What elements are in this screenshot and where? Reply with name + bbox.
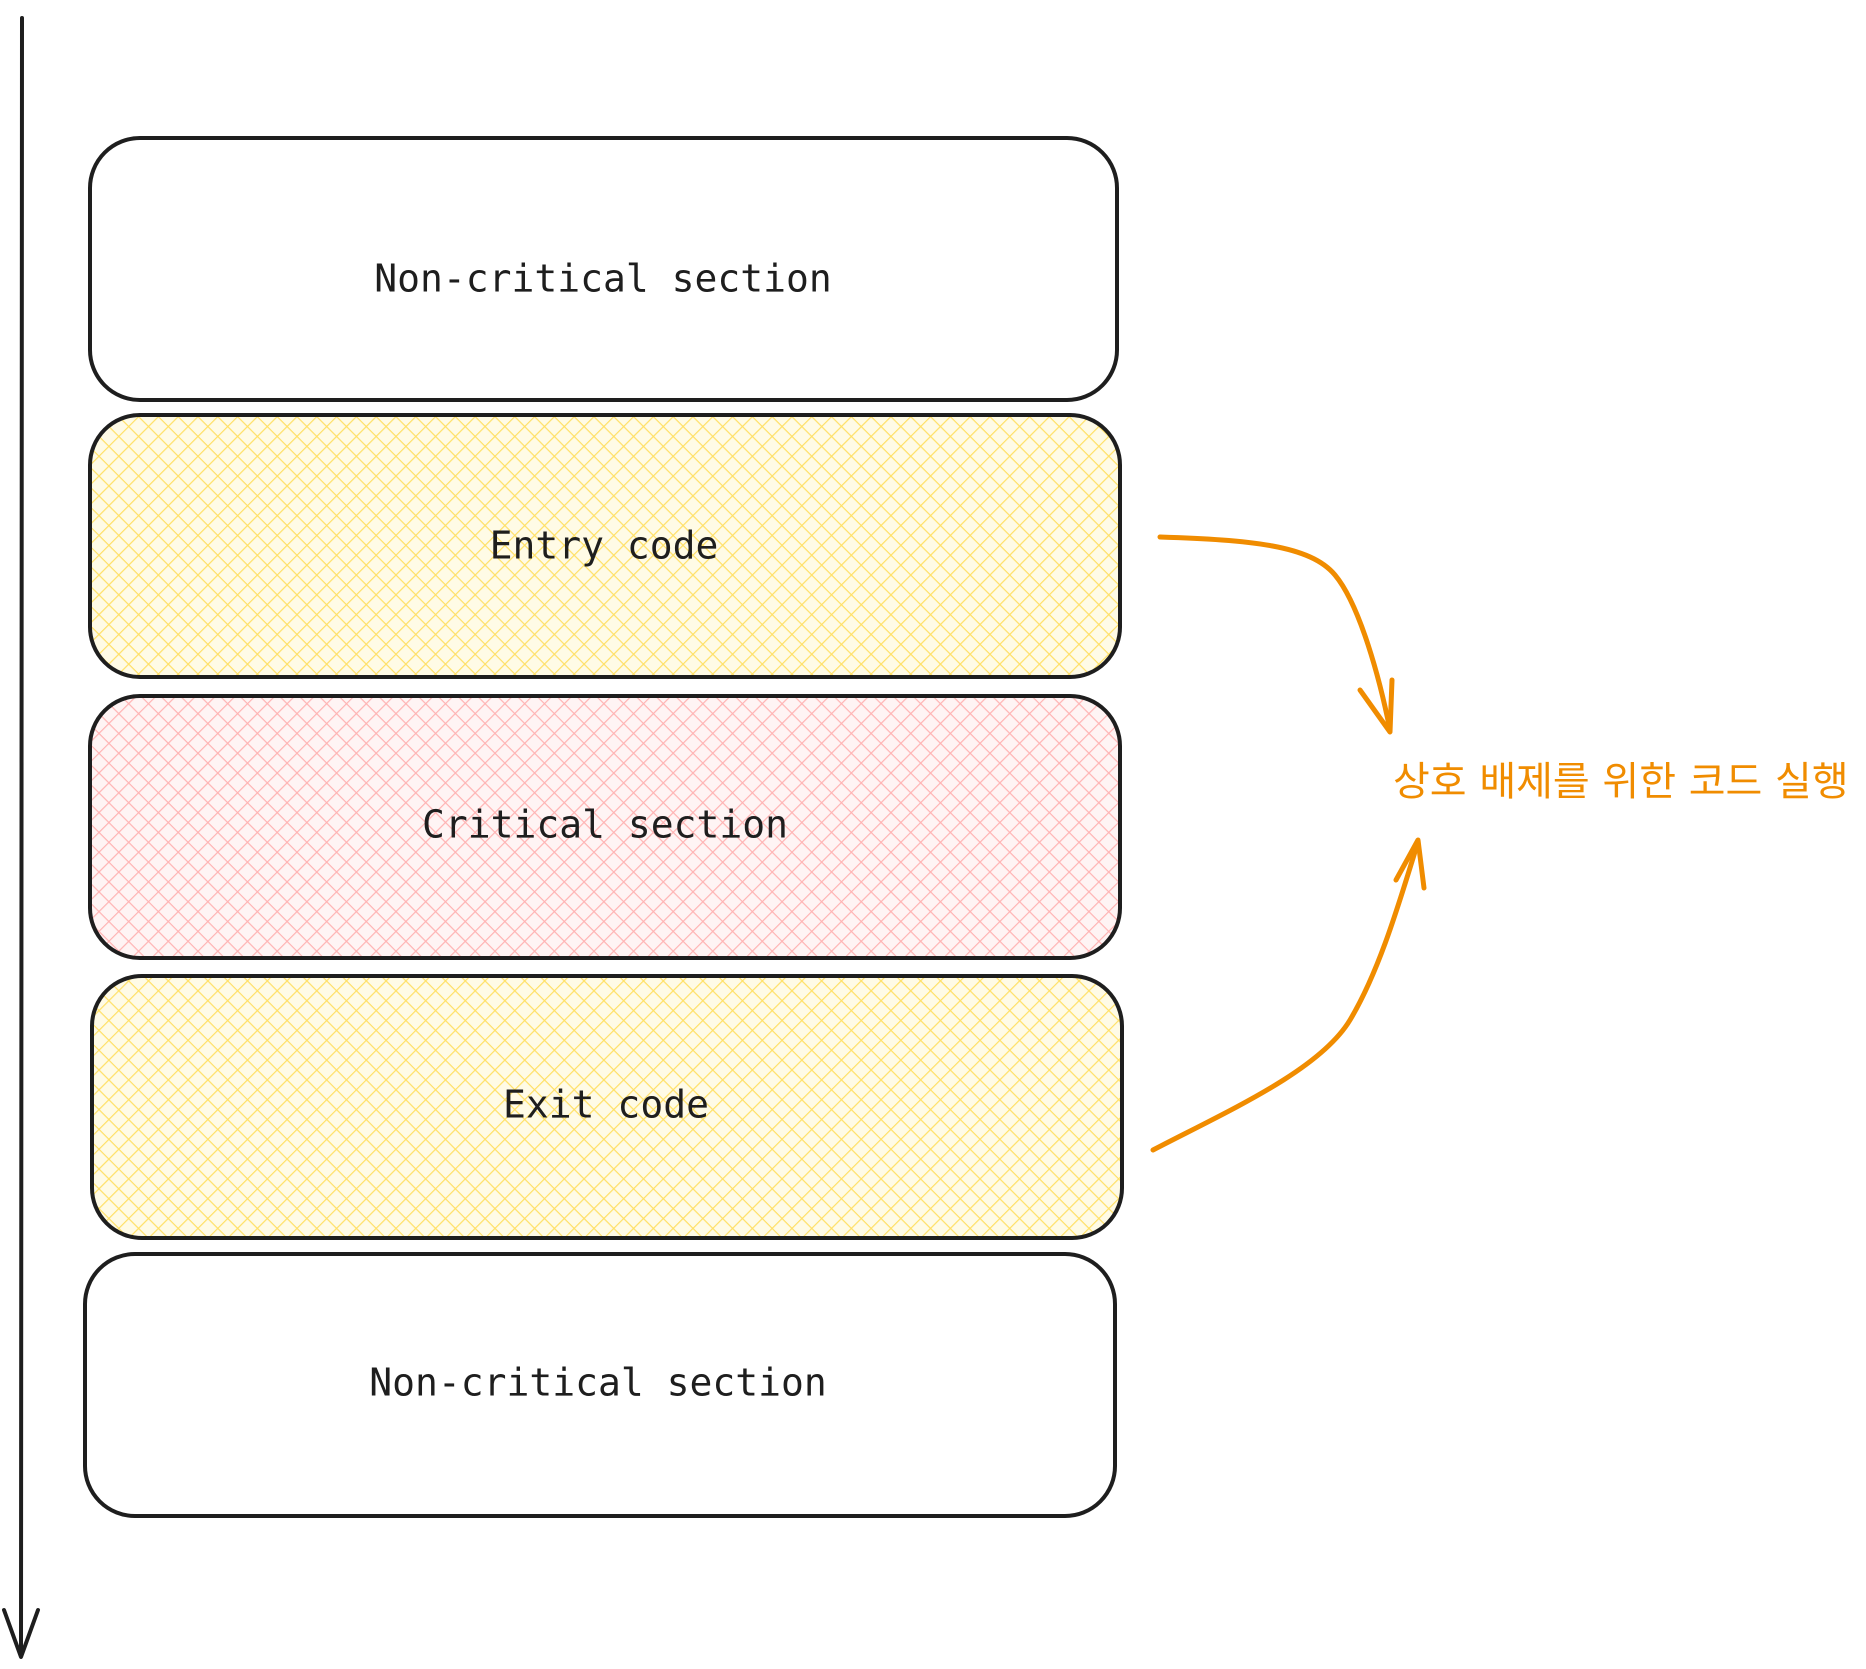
section-label: Non-critical section (374, 257, 832, 301)
section-box (83, 1252, 1117, 1518)
section-critical: Critical section (88, 694, 1122, 960)
arrow-line (1150, 839, 1421, 1153)
annotation-label: 상호 배제를 위한 코드 실행 (1393, 759, 1849, 805)
section-label: Critical section (422, 803, 788, 847)
arrowhead (1357, 677, 1395, 735)
section-box (88, 413, 1122, 679)
section-label: Non-critical section (369, 1361, 827, 1405)
timeline-arrow (2, 16, 40, 1659)
section-label: Entry code (490, 524, 719, 568)
arrow-line (1157, 534, 1393, 733)
annotation-arrow-from-exit (1150, 837, 1427, 1153)
section-non-critical-bottom: Non-critical section (83, 1252, 1117, 1518)
section-entry-code: Entry code (88, 413, 1122, 679)
timeline-arrowhead (2, 1608, 40, 1659)
section-box (88, 136, 1119, 402)
timeline-arrow-line (19, 16, 24, 1657)
section-box (90, 974, 1124, 1240)
section-exit-code: Exit code (90, 974, 1124, 1240)
annotation-arrow-from-entry (1157, 534, 1395, 735)
section-non-critical-top: Non-critical section (88, 136, 1119, 402)
section-label: Exit code (503, 1083, 709, 1127)
section-box (88, 694, 1122, 960)
arrowhead (1393, 837, 1427, 891)
